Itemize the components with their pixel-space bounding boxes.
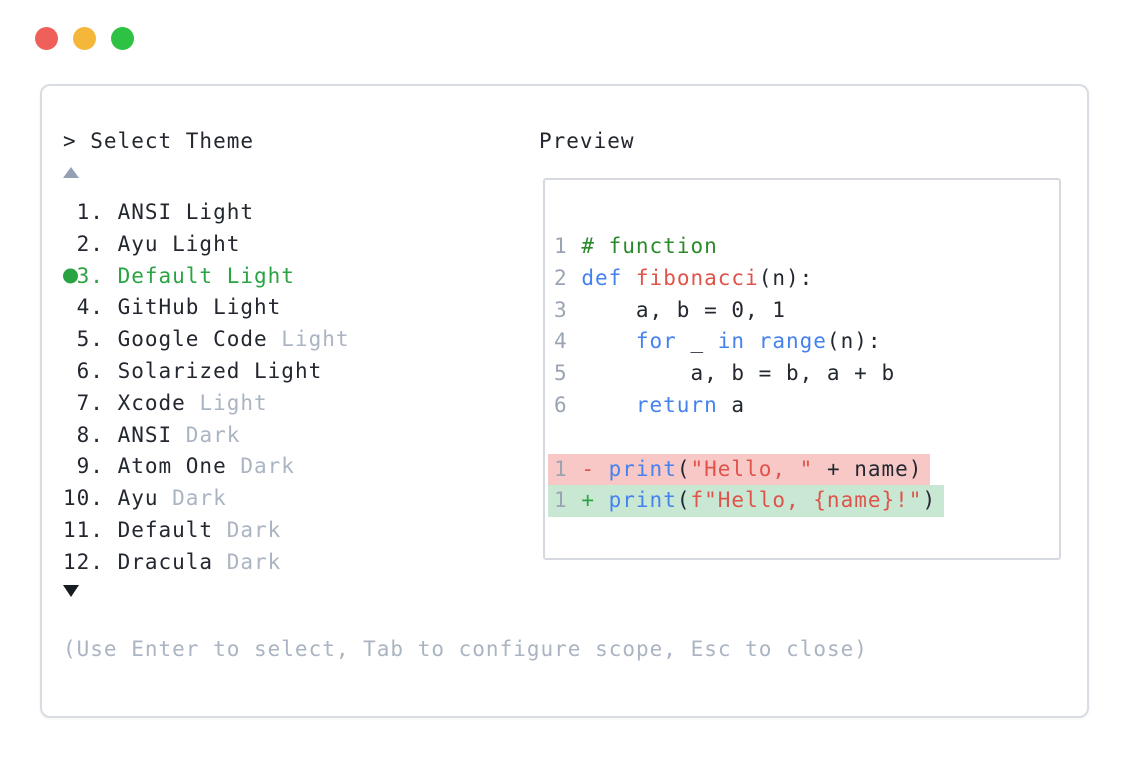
window-controls xyxy=(35,27,134,50)
scroll-up-icon[interactable] xyxy=(63,167,79,178)
minimize-button[interactable] xyxy=(73,27,96,50)
diff-line-del: 1 - print("Hello, " + name) xyxy=(548,453,1053,486)
theme-option-ansi-light[interactable]: 1. ANSI Light xyxy=(63,200,255,224)
theme-option-google-code[interactable]: 5. Google Code Light xyxy=(63,327,350,352)
preview-label: Preview xyxy=(539,129,635,153)
code-line: 5 a, b = b, a + b xyxy=(554,361,896,386)
theme-option-atom-one[interactable]: 9. Atom One Dark xyxy=(63,454,295,479)
code-preview: 1 # function 2 def fibonacci(n): 3 a, b = … xyxy=(545,180,1059,518)
theme-option-github-light[interactable]: 4. GitHub Light xyxy=(63,295,282,320)
theme-option-solarized-light[interactable]: 6. Solarized Light xyxy=(63,358,323,383)
theme-option-xcode[interactable]: 7. Xcode Light xyxy=(63,390,268,415)
code-line: 1 # function xyxy=(554,234,718,258)
theme-option-ayu-light[interactable]: 2. Ayu Light xyxy=(63,231,241,256)
theme-option-dracula[interactable]: 12. Dracula Dark xyxy=(63,549,282,574)
selected-indicator-dot xyxy=(63,268,78,284)
keyboard-hint: (Use Enter to select, Tab to configure s… xyxy=(63,637,868,661)
scroll-down-icon[interactable] xyxy=(63,585,79,597)
code-line: 6 return a xyxy=(554,392,746,417)
code-line: 4 for _ in range(n): xyxy=(554,329,882,354)
select-theme-prompt: > Select Theme xyxy=(63,129,255,153)
theme-option-ayu[interactable]: 10. Ayu Dark xyxy=(63,486,227,511)
diff-line-add: 1 + print(f"Hello, {name}!") xyxy=(548,485,1053,518)
code-line: 2 def fibonacci(n): xyxy=(554,265,814,290)
blank-line xyxy=(554,422,1053,454)
close-button[interactable] xyxy=(35,27,58,50)
theme-option-default-light[interactable]: 3. Default Light xyxy=(63,263,295,288)
preview-pane: 1 # function 2 def fibonacci(n): 3 a, b = … xyxy=(543,178,1061,560)
theme-option-default[interactable]: 11. Default Dark xyxy=(63,517,282,542)
theme-option-ansi[interactable]: 8. ANSI Dark xyxy=(63,422,241,447)
theme-list: 1. ANSI Light 2. Ayu Light 3. Default Li… xyxy=(63,197,350,579)
code-line: 3 a, b = 0, 1 xyxy=(554,297,786,322)
theme-picker-panel: > Select Theme Preview 1. ANSI Light 2. … xyxy=(40,84,1089,718)
maximize-button[interactable] xyxy=(111,27,134,50)
